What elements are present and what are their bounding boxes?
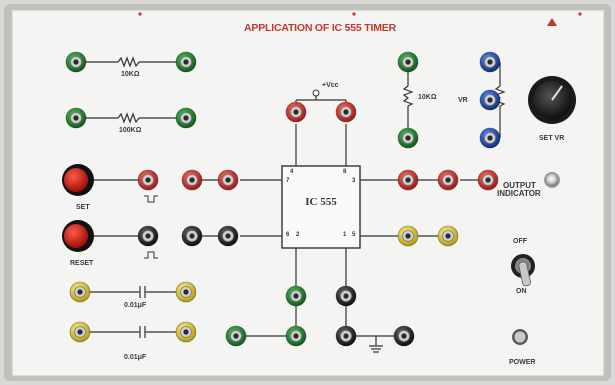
capacitor-1-label: 0.01μF (124, 302, 147, 309)
on-label: ON (516, 288, 527, 295)
socket-pin6-b[interactable] (217, 225, 239, 247)
socket-pin7-b[interactable] (217, 169, 239, 191)
reset-button[interactable] (62, 220, 94, 252)
socket-reset-out[interactable] (137, 225, 159, 247)
socket-pin1-b[interactable] (335, 325, 357, 347)
pin-2-label: 2 (296, 232, 300, 238)
power-toggle-graphic (511, 254, 535, 287)
reset-label: RESET (70, 260, 94, 267)
socket-pin5-a[interactable] (397, 225, 419, 247)
socket-100k-right[interactable] (175, 107, 197, 129)
power-lamp (512, 329, 528, 345)
resistor-100k-label: 100KΩ (119, 127, 142, 134)
socket-cap1-right[interactable] (175, 281, 197, 303)
socket-10k-right[interactable] (175, 51, 197, 73)
pin-5-label: 5 (352, 232, 356, 238)
socket-pin3-a[interactable] (397, 169, 419, 191)
set-button-graphic (62, 164, 94, 196)
socket-trigger-out[interactable] (137, 169, 159, 191)
off-label: OFF (513, 238, 527, 245)
vr-label: VR (458, 97, 468, 104)
output-indicator-led-graphic (544, 172, 560, 188)
power-toggle-switch[interactable] (511, 254, 535, 288)
socket-output[interactable] (477, 169, 499, 191)
socket-pin2-c[interactable] (225, 325, 247, 347)
output-indicator-label: OUTPUT INDICATOR (497, 181, 541, 198)
ic-555-body (281, 165, 361, 249)
capacitor-2-label: 0.01μF (124, 354, 147, 361)
socket-pin4[interactable] (285, 101, 307, 123)
socket-vr-bottom[interactable] (479, 127, 501, 149)
socket-vr-top[interactable] (479, 51, 501, 73)
socket-pin2-a[interactable] (285, 285, 307, 307)
set-vr-knob[interactable] (528, 76, 576, 124)
pin-6-label: 6 (286, 232, 290, 238)
negative-pulse-symbol (144, 195, 158, 203)
set-label: SET (76, 204, 90, 211)
ic-555-label: IC 555 (305, 196, 337, 208)
positive-pulse-symbol (144, 251, 158, 259)
set-vr-knob-graphic (528, 76, 576, 124)
socket-100k-left[interactable] (65, 107, 87, 129)
output-label-line-1: OUTPUT (503, 181, 536, 190)
resistor-10k-right-label: 10KΩ (418, 94, 437, 101)
socket-res-right-top[interactable] (397, 51, 419, 73)
socket-pin6-a[interactable] (181, 225, 203, 247)
socket-res-right-bottom[interactable] (397, 127, 419, 149)
vcc-label: +Vcc (322, 82, 339, 89)
pin-1-label: 1 (343, 232, 347, 238)
socket-pin1-a[interactable] (335, 285, 357, 307)
socket-vr-wiper[interactable] (479, 89, 501, 111)
socket-cap2-right[interactable] (175, 321, 197, 343)
set-button[interactable] (62, 164, 94, 196)
reset-button-graphic (62, 220, 94, 252)
set-vr-label: SET VR (539, 135, 565, 142)
board-title: APPLICATION OF IC 555 TIMER (244, 22, 396, 34)
pin-4-label: 4 (290, 169, 294, 175)
pin-3-label: 3 (352, 178, 356, 184)
socket-cap1-left[interactable] (69, 281, 91, 303)
pin-7-label: 7 (286, 178, 290, 184)
socket-pin8[interactable] (335, 101, 357, 123)
pin-8-label: 8 (343, 169, 347, 175)
output-label-line-2: INDICATOR (497, 189, 541, 198)
socket-10k-left[interactable] (65, 51, 87, 73)
power-label: POWER (509, 359, 536, 366)
socket-cap2-left[interactable] (69, 321, 91, 343)
resistor-10k-label: 10KΩ (121, 71, 140, 78)
socket-pin2-b[interactable] (285, 325, 307, 347)
socket-ground[interactable] (393, 325, 415, 347)
power-lamp-graphic (512, 329, 528, 345)
brand-logo (547, 18, 557, 26)
socket-pin5-b[interactable] (437, 225, 459, 247)
socket-pin7-a[interactable] (181, 169, 203, 191)
socket-pin3-b[interactable] (437, 169, 459, 191)
output-indicator-led (544, 172, 560, 188)
